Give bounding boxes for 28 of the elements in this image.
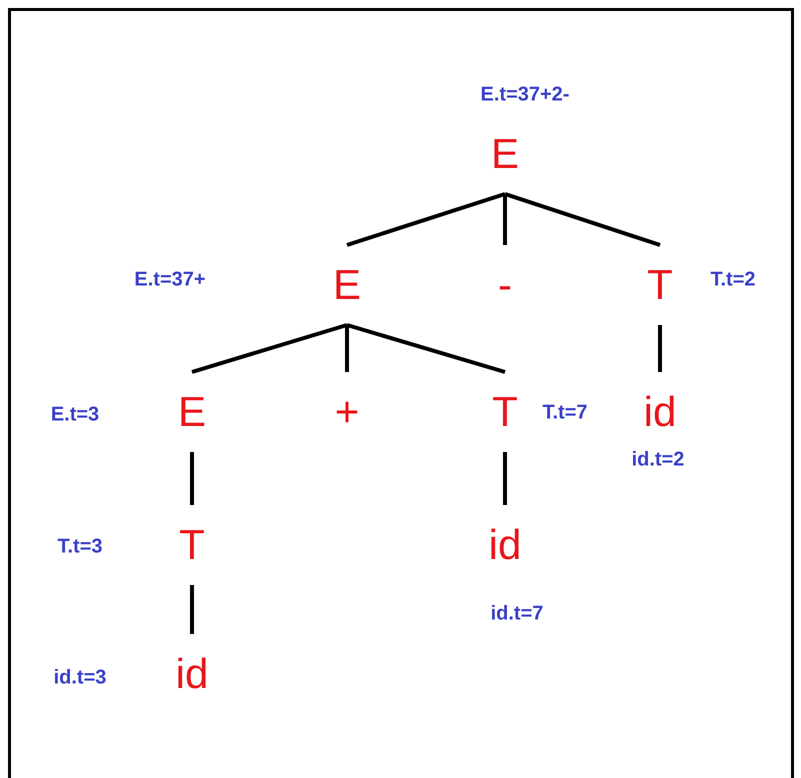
grammar-symbol: id xyxy=(475,505,535,585)
attribute-annotation: E.t=37+ xyxy=(134,268,206,292)
attribute-annotation: id.t=7 xyxy=(490,602,544,626)
grammar-symbol: - xyxy=(475,245,535,325)
attribute-annotation: E.t=3 xyxy=(50,404,100,426)
grammar-symbol: E xyxy=(475,114,535,194)
tree-branch xyxy=(658,325,662,372)
grammar-symbol: T xyxy=(475,372,535,452)
attribute-annotation: T.t=3 xyxy=(57,536,103,558)
tree-branch xyxy=(345,325,349,372)
tree-branch xyxy=(190,452,194,505)
tree-branch xyxy=(190,585,194,634)
tree-branch xyxy=(191,323,348,374)
tree-branch xyxy=(503,194,507,245)
attribute-annotation: T.t=7 xyxy=(542,402,588,424)
grammar-symbol: T xyxy=(162,505,222,585)
grammar-symbol: T xyxy=(630,245,690,325)
grammar-symbol: id xyxy=(162,634,222,714)
grammar-symbol: E xyxy=(162,372,222,452)
tree-branch xyxy=(503,452,507,505)
attribute-annotation: id.t=3 xyxy=(54,666,106,690)
grammar-symbol: + xyxy=(317,372,377,452)
attribute-annotation: T.t=2 xyxy=(710,268,756,292)
attribute-annotation: E.t=37+2- xyxy=(480,84,570,106)
grammar-symbol: E xyxy=(317,245,377,325)
tree-branch xyxy=(346,323,506,374)
tree-branch xyxy=(504,192,661,247)
tree-branch xyxy=(346,192,506,247)
